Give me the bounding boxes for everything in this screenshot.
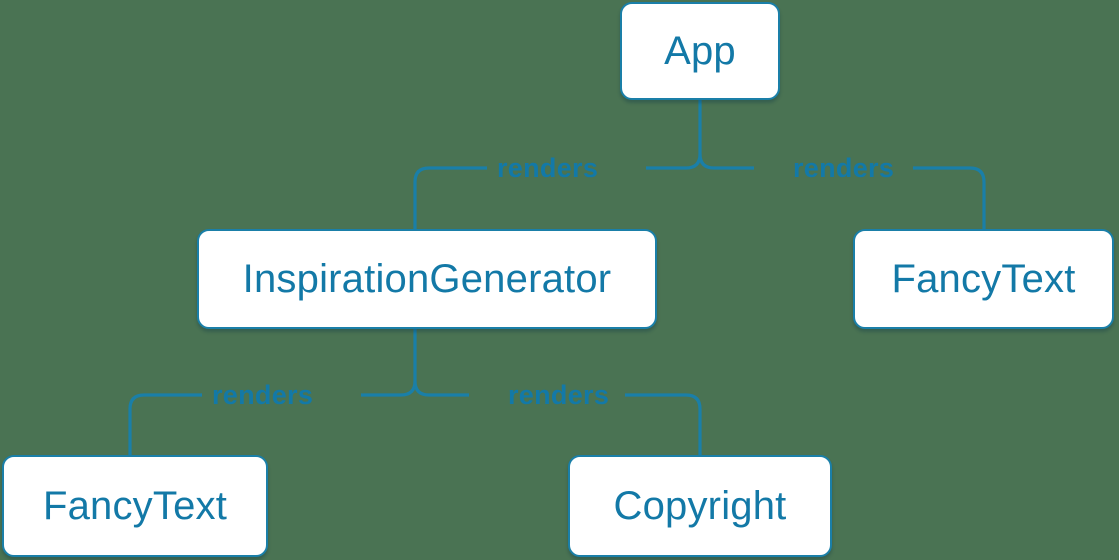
edge-app-to-inspirationgenerator (413, 166, 487, 229)
node-copyright-label: Copyright (613, 484, 787, 528)
node-fancytext-top-label: FancyText (891, 257, 1076, 301)
node-copyright[interactable]: Copyright (568, 455, 832, 557)
node-fancytext-bottom-label: FancyText (42, 484, 228, 528)
node-fancytext-bottom[interactable]: FancyText (2, 455, 268, 557)
edge-label-app-to-fancytext-top: renders (793, 153, 895, 183)
edge-app-junction-left (646, 153, 702, 170)
edge-inspirationgenerator-junction-right (413, 380, 469, 397)
edge-label-inspirationgenerator-to-copyright: renders (508, 380, 610, 410)
edge-inspirationgenerator-junction-left (361, 380, 417, 397)
edge-label-inspirationgenerator-to-fancytext-bottom: renders (212, 380, 314, 410)
edge-inspirationgenerator-to-copyright (625, 393, 702, 455)
node-fancytext-top[interactable]: FancyText (853, 229, 1114, 329)
node-app[interactable]: App (620, 2, 780, 100)
edge-inspirationgenerator-to-fancytext-bottom (128, 393, 202, 455)
edge-app-to-fancytext-top (913, 166, 986, 229)
node-inspirationgenerator-label: InspirationGenerator (242, 257, 612, 301)
edge-label-app-to-inspirationgenerator: renders (497, 153, 599, 183)
node-app-label: App (664, 29, 736, 73)
node-inspirationgenerator[interactable]: InspirationGenerator (197, 229, 657, 329)
edge-app-junction-right (698, 153, 754, 170)
